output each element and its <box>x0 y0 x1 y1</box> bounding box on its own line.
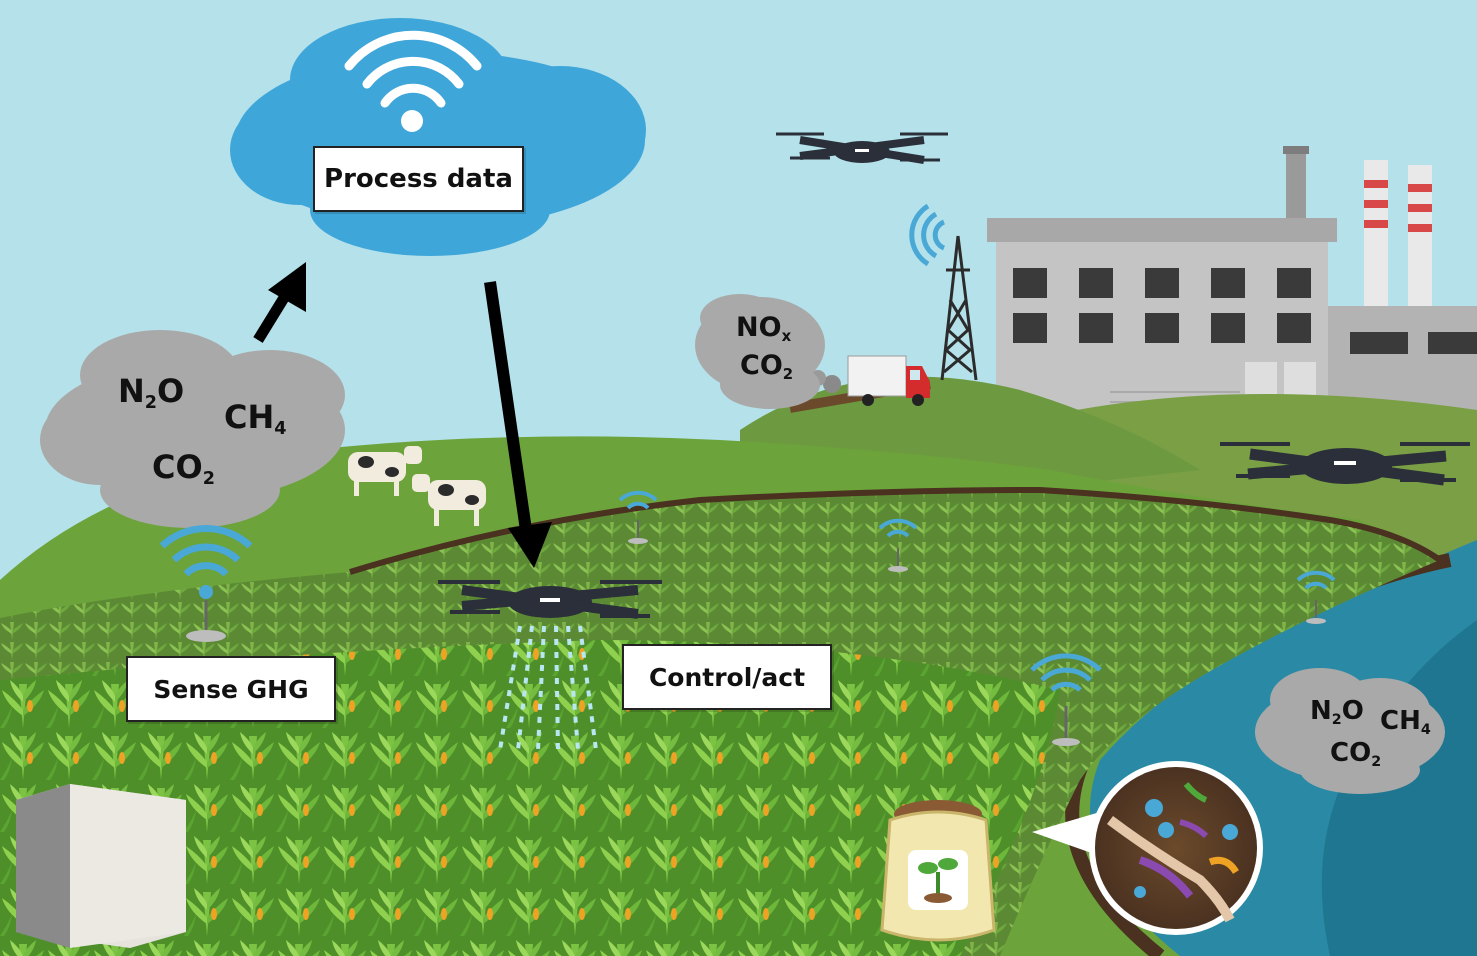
cow-icon <box>348 446 422 496</box>
gas-cloud <box>695 294 825 409</box>
control-act-label: Control/act <box>622 644 832 710</box>
sensor-icon <box>1296 570 1336 624</box>
wifi-icon <box>909 203 946 267</box>
cow-icon <box>412 474 486 526</box>
gas-nox: NOx <box>736 312 792 346</box>
sensor-icon <box>1030 653 1102 746</box>
radio-tower-icon <box>940 235 978 381</box>
gas-co2: CO2 <box>152 448 215 490</box>
sensor-icon <box>878 518 918 572</box>
sensor-icon <box>159 525 253 642</box>
drone-icon <box>1220 442 1470 486</box>
sense-ghg-label: Sense GHG <box>126 656 336 722</box>
gas-co2: CO2 <box>1330 738 1382 770</box>
gas-n2o: N2O <box>118 372 185 414</box>
microbe-icon <box>1089 761 1263 935</box>
spray-icon <box>498 625 598 751</box>
gas-ch4: CH4 <box>224 398 287 440</box>
drone-icon <box>438 580 662 619</box>
drone-icon <box>776 132 948 164</box>
process-data-label: Process data <box>313 146 524 212</box>
fertilizer-bag-icon <box>880 800 996 942</box>
gas-cloud <box>1255 668 1445 794</box>
factory-icon <box>987 146 1477 436</box>
gas-n2o: N2O <box>1310 696 1364 728</box>
wifi-icon <box>344 30 482 108</box>
gas-ch4: CH4 <box>1380 706 1431 738</box>
sensor-icon <box>618 490 658 544</box>
gas-co2: CO2 <box>740 350 794 384</box>
gas-cloud <box>40 330 345 528</box>
arrow-icon <box>253 262 306 343</box>
storage-box <box>16 784 186 948</box>
arrow-icon <box>484 281 552 568</box>
